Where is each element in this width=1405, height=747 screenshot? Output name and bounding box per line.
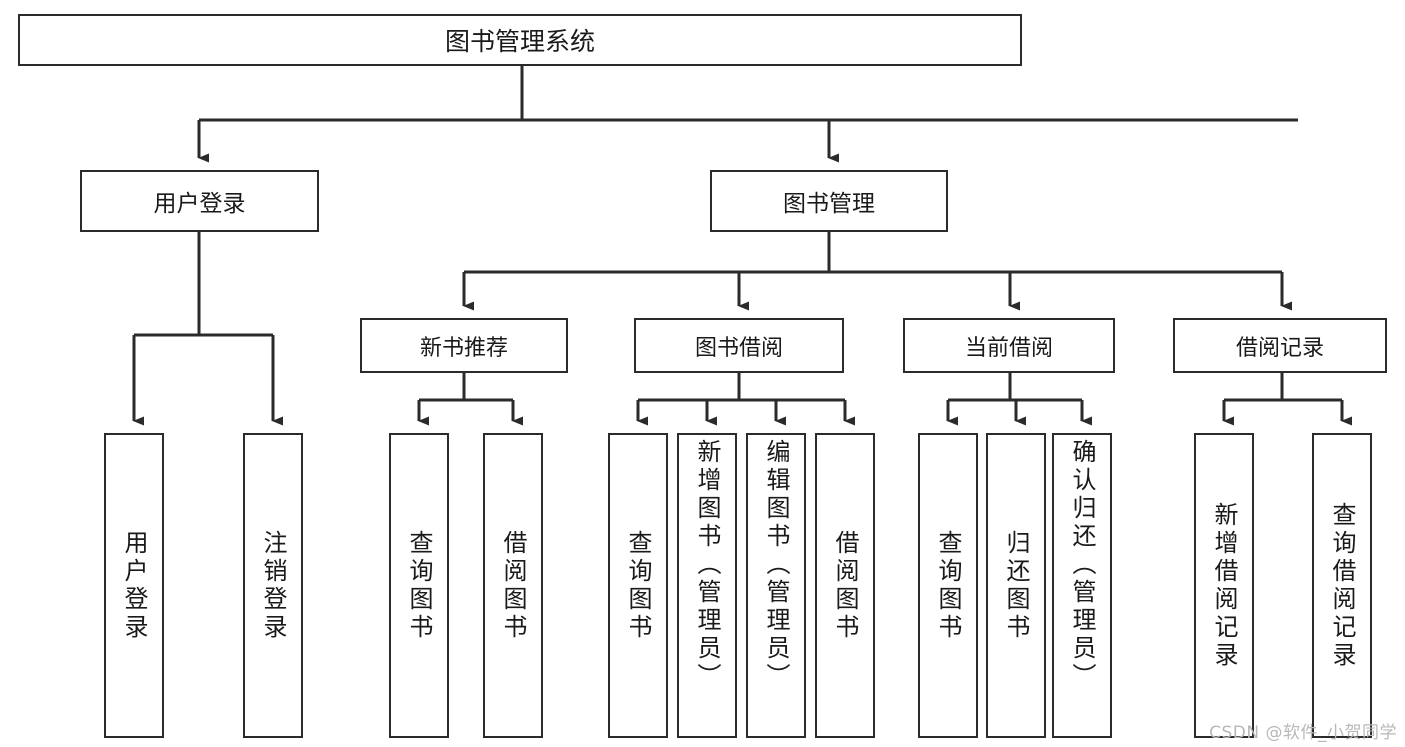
leaf-borrow-add-book-admin[interactable]: 新增图书（管理员） <box>677 433 737 738</box>
node-user-login[interactable]: 用户登录 <box>80 170 319 232</box>
leaf-user-login-logout[interactable]: 注销登录 <box>243 433 303 738</box>
node-root[interactable]: 图书管理系统 <box>18 14 1022 66</box>
leaf-recommend-query-book[interactable]: 查询图书 <box>389 433 449 738</box>
leaf-borrow-query-book[interactable]: 查询图书 <box>608 433 668 738</box>
leaf-current-query-book[interactable]: 查询图书 <box>918 433 978 738</box>
leaf-user-login-login[interactable]: 用户登录 <box>104 433 164 738</box>
node-new-book-recommend[interactable]: 新书推荐 <box>360 318 568 373</box>
leaf-records-query-record[interactable]: 查询借阅记录 <box>1312 433 1372 738</box>
node-current-borrow[interactable]: 当前借阅 <box>903 318 1115 373</box>
leaf-current-return-book[interactable]: 归还图书 <box>986 433 1046 738</box>
leaf-current-confirm-return-admin[interactable]: 确认归还（管理员） <box>1052 433 1112 738</box>
node-book-borrow[interactable]: 图书借阅 <box>634 318 844 373</box>
watermark-text: CSDN @软件_小贺同学 <box>1209 723 1397 743</box>
leaf-recommend-borrow-book[interactable]: 借阅图书 <box>483 433 543 738</box>
leaf-borrow-edit-book-admin[interactable]: 编辑图书（管理员） <box>746 433 806 738</box>
node-book-management[interactable]: 图书管理 <box>710 170 948 232</box>
node-borrow-records[interactable]: 借阅记录 <box>1173 318 1387 373</box>
leaf-borrow-borrow-book[interactable]: 借阅图书 <box>815 433 875 738</box>
leaf-records-add-record[interactable]: 新增借阅记录 <box>1194 433 1254 738</box>
